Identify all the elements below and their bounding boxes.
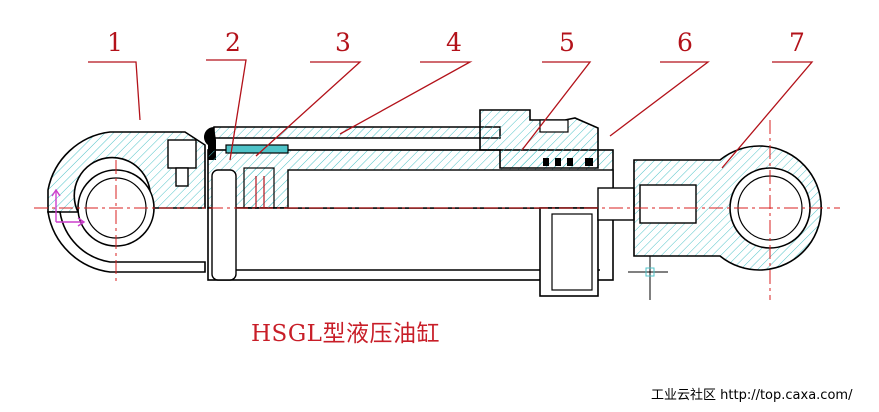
callout-4: 4 [446,28,462,57]
callout-6: 6 [677,28,693,57]
snap-cross-icon [628,256,668,300]
callout-leaders [88,59,814,169]
site-watermark: 工业云社区 http://top.caxa.com/ [651,388,853,403]
drawing-title: HSGL型液压油缸 [251,321,440,347]
callout-1: 1 [107,28,123,57]
callout-2: 2 [225,28,241,57]
rear-clevis-eye [47,131,206,273]
callout-7: 7 [789,28,805,57]
piston-rod [597,187,635,221]
gland-head [479,109,599,297]
origin-marker [51,188,86,227]
callout-5: 5 [559,28,575,57]
callout-3: 3 [335,28,351,57]
centerlines [34,120,840,300]
